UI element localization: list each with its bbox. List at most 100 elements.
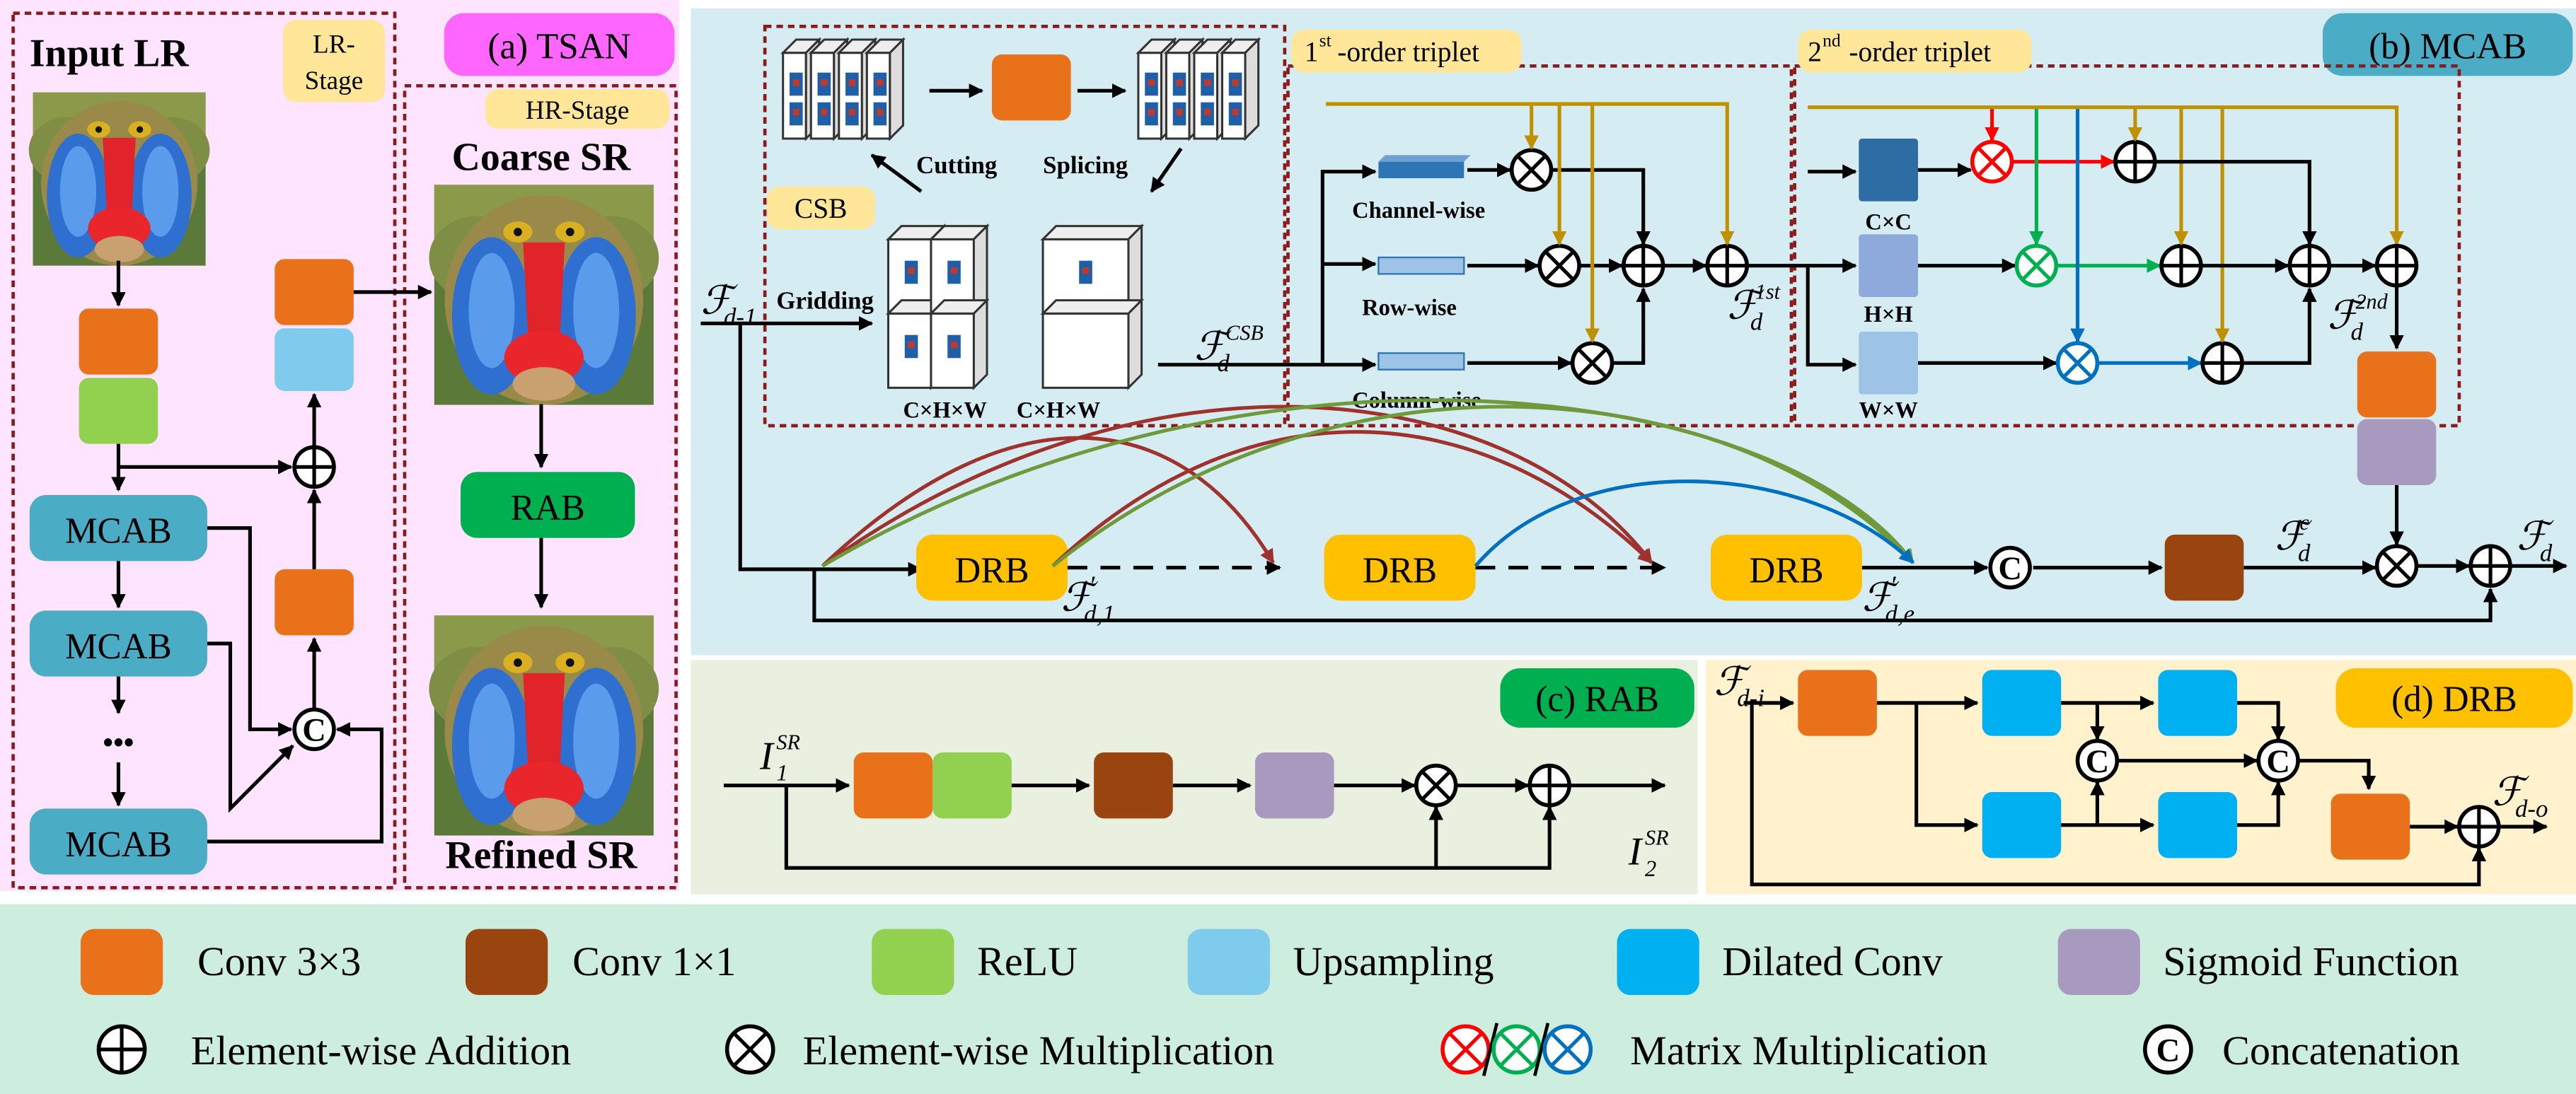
cube-side (1127, 298, 1143, 390)
conv3x3-block (79, 308, 158, 375)
conv3x3-block (2330, 793, 2410, 860)
times-stroke (2062, 347, 2093, 378)
cube-side (889, 37, 904, 141)
element-wise-multiply-icon (1509, 148, 1554, 192)
tag-mcab (2322, 13, 2573, 76)
feature-superscript: c (2299, 511, 2309, 535)
element-wise-add-icon (2113, 139, 2157, 184)
slice-patch (1145, 102, 1158, 126)
skip-connection-arrow (1051, 405, 1914, 568)
patch-red (1176, 109, 1183, 116)
connector-arrow (2156, 160, 2317, 246)
connector-arrow (1150, 147, 1183, 193)
dilated-conv-block (1982, 792, 2062, 859)
coarse-sr-title: Coarse SR (452, 135, 631, 179)
element-wise-multiply-icon (724, 1024, 775, 1075)
feature-subscript: d,e (1885, 600, 1914, 628)
element-wise-add-icon (2374, 243, 2419, 288)
feature-superscript: 2nd (2355, 289, 2388, 313)
patch-red (821, 109, 828, 116)
legend-label-sigmoid: Sigmoid Function (2163, 938, 2459, 984)
cutting-label: Cutting (916, 151, 998, 179)
wxw-matrix (1859, 331, 1918, 395)
grid-patch (904, 334, 918, 359)
connector-arrow (1808, 105, 2404, 246)
patch-red (1232, 79, 1239, 86)
conv1x1-block (1094, 752, 1173, 819)
patch-red (877, 79, 884, 86)
patch-red (821, 79, 828, 86)
slice-patch (873, 102, 887, 126)
f-c-label: ℱdc (2275, 511, 2313, 566)
slice-patch (1201, 72, 1214, 96)
element-wise-add-icon (2159, 243, 2203, 288)
lr-stage-label: Stage (305, 66, 364, 95)
legend-swatch-dilated (1617, 929, 1699, 995)
connector-arrow (2237, 701, 2286, 741)
connector-arrow (1750, 702, 2487, 887)
cube-top (1040, 225, 1145, 240)
slice-patch (1145, 72, 1158, 96)
concatenation-icon: C (1988, 545, 2032, 590)
patch-red (1203, 79, 1211, 86)
connector-arrow (812, 569, 2498, 622)
legend-swatch-upsampling (1187, 929, 1270, 995)
slice-patch (1172, 102, 1186, 126)
patch-red (792, 109, 799, 116)
row-vector (1377, 256, 1465, 275)
op-circle (1988, 545, 2032, 590)
op-circle (2143, 1024, 2193, 1075)
drb-label: DRB (1363, 551, 1437, 591)
concat-letter: C (1998, 550, 2022, 587)
slice-patch (1201, 102, 1214, 126)
patch-red (950, 341, 958, 349)
concat-letter: C (2156, 1032, 2181, 1069)
slice-patch (790, 102, 803, 126)
second-order-tag (1798, 30, 2032, 73)
grid-patch (947, 334, 961, 359)
spliced-block (1040, 298, 1145, 390)
legend-label-concat: Concatenation (2222, 1028, 2460, 1073)
element-wise-multiply-icon (2014, 243, 2059, 288)
connector-arrow (2243, 287, 2317, 365)
lr-stage-frame (11, 11, 397, 890)
drb-block (916, 535, 1068, 601)
input-lr-title: Input LR (30, 31, 189, 75)
patch-red (1148, 109, 1155, 116)
element-wise-add-icon (1622, 243, 1665, 288)
csb-label: CSB (795, 193, 848, 224)
times-stroke (2381, 550, 2412, 581)
slice-patch (790, 72, 803, 96)
slice-patch (1228, 72, 1242, 96)
cube-side (972, 298, 988, 390)
slice-patch (873, 72, 887, 96)
f-do-label: ℱd-o (2492, 771, 2548, 822)
dilated-conv-block (2158, 792, 2238, 859)
element-wise-add-icon (292, 445, 336, 489)
times-stroke (2021, 250, 2052, 281)
connector-arrow (784, 785, 1443, 870)
channel-vector (1378, 161, 1465, 178)
feature-prime: ′ (1892, 571, 1898, 600)
times-stroke (1516, 154, 1547, 185)
slice-patch (817, 102, 831, 126)
connector-arrow (1914, 702, 1979, 832)
element-wise-add-icon (96, 1024, 147, 1075)
tag-rab (1500, 668, 1694, 728)
element-wise-add-icon (2457, 805, 2501, 849)
connector-arrow (207, 526, 293, 737)
cxc-matrix (1859, 139, 1918, 202)
element-wise-add-icon (2200, 341, 2244, 385)
concat-letter: C (2086, 743, 2110, 780)
upsampling-block (275, 328, 354, 391)
connector-arrow (870, 153, 923, 193)
legend-swatch-sigmoid (2057, 929, 2140, 995)
patch-red (792, 79, 799, 86)
sigmoid-block (2357, 419, 2437, 485)
connector-arrow (1157, 164, 1377, 367)
legend-label-relu: ReLU (977, 938, 1078, 984)
connector-arrow (1325, 102, 1735, 246)
chw-label: C×H×W (1017, 397, 1101, 423)
